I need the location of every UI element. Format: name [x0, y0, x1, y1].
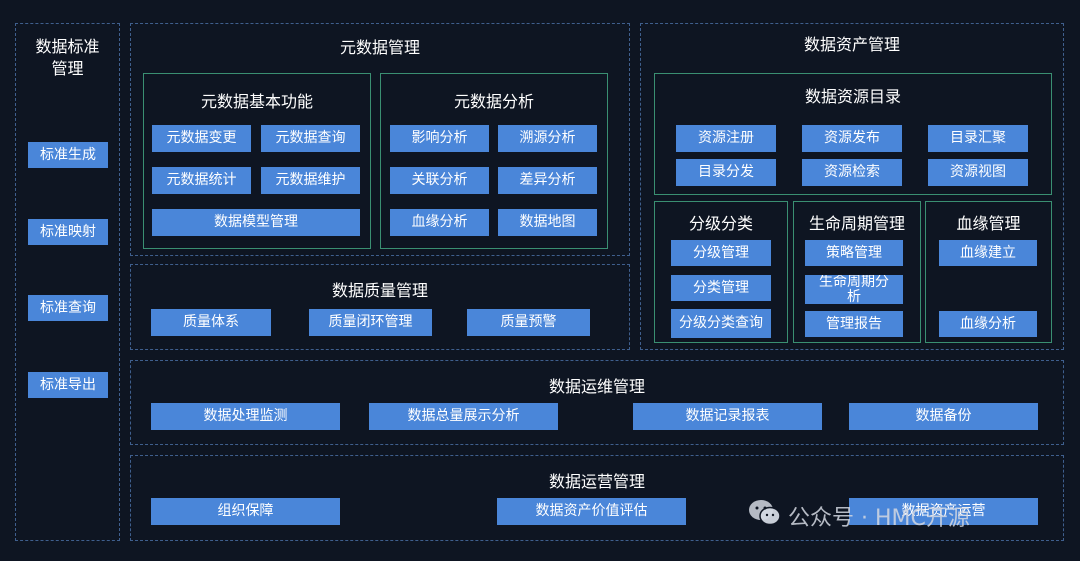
metadata-basic-panel: 元数据基本功能 元数据变更 元数据查询 元数据统计 元数据维护 数据模型管理	[143, 73, 371, 249]
asset-title: 数据资产管理	[803, 35, 900, 54]
watermark-text: 公众号 · HMC开源	[788, 506, 970, 531]
manage-report-button[interactable]: 管理报告	[805, 311, 903, 337]
record-report-button[interactable]: 数据记录报表	[633, 403, 822, 430]
watermark: 公众号 · HMC开源	[748, 498, 970, 534]
metadata-maintain-button[interactable]: 元数据维护	[261, 167, 360, 194]
data-model-button[interactable]: 数据模型管理	[152, 209, 360, 236]
asset-operation-button[interactable]: 数据资产运营	[849, 498, 1038, 525]
quality-loop-button[interactable]: 质量闭环管理	[309, 309, 432, 336]
metadata-change-button[interactable]: 元数据变更	[152, 125, 251, 152]
processing-monitor-button[interactable]: 数据处理监测	[151, 403, 340, 430]
diff-analysis-button[interactable]: 差异分析	[498, 167, 597, 194]
asset-panel: 数据资产管理 数据资源目录 资源注册 资源发布 目录汇聚 目录分发 资源检索 资…	[640, 23, 1064, 350]
class-manage-button[interactable]: 分类管理	[671, 275, 771, 301]
quality-system-button[interactable]: 质量体系	[151, 309, 271, 336]
std-item-query[interactable]: 标准查询	[28, 295, 108, 321]
volume-analysis-button[interactable]: 数据总量展示分析	[369, 403, 558, 430]
metadata-analysis-panel: 元数据分析 影响分析 溯源分析 关联分析 差异分析 血缘分析 数据地图	[380, 73, 608, 249]
resource-publish-button[interactable]: 资源发布	[802, 125, 902, 152]
lineage-analyze-button[interactable]: 血缘分析	[939, 311, 1037, 337]
resource-register-button[interactable]: 资源注册	[676, 125, 776, 152]
quality-title: 数据质量管理	[331, 281, 428, 300]
data-backup-button[interactable]: 数据备份	[849, 403, 1038, 430]
operation-panel: 数据运营管理 组织保障 数据资产价值评估 数据资产运营	[130, 455, 1064, 541]
data-standard-title: 数据标准 管理	[35, 37, 100, 78]
resource-search-button[interactable]: 资源检索	[802, 159, 902, 186]
metadata-stats-button[interactable]: 元数据统计	[152, 167, 251, 194]
grade-class-query-button[interactable]: 分级分类查询	[671, 309, 771, 338]
metadata-query-button[interactable]: 元数据查询	[261, 125, 360, 152]
std-item-generate[interactable]: 标准生成	[28, 142, 108, 168]
lifecycle-analysis-button[interactable]: 生命周期分析	[805, 275, 903, 304]
catalog-panel: 数据资源目录 资源注册 资源发布 目录汇聚 目录分发 资源检索 资源视图	[654, 73, 1052, 195]
quality-alert-button[interactable]: 质量预警	[467, 309, 590, 336]
metadata-title: 元数据管理	[339, 38, 420, 57]
ops-panel: 数据运维管理 数据处理监测 数据总量展示分析 数据记录报表 数据备份	[130, 360, 1064, 445]
relation-analysis-button[interactable]: 关联分析	[390, 167, 489, 194]
grading-title: 分级分类	[688, 214, 753, 233]
lineage-title: 血缘管理	[956, 214, 1021, 233]
lifecycle-title: 生命周期管理	[808, 214, 905, 233]
catalog-aggregate-button[interactable]: 目录汇聚	[928, 125, 1028, 152]
ops-title: 数据运维管理	[548, 377, 645, 396]
wechat-icon	[748, 498, 782, 534]
quality-panel: 数据质量管理 质量体系 质量闭环管理 质量预警	[130, 264, 630, 350]
lineage-panel: 血缘管理 血缘建立 血缘分析	[925, 201, 1052, 343]
policy-manage-button[interactable]: 策略管理	[805, 240, 903, 266]
org-guarantee-button[interactable]: 组织保障	[151, 498, 340, 525]
std-item-export[interactable]: 标准导出	[28, 372, 108, 398]
std-item-mapping[interactable]: 标准映射	[28, 219, 108, 245]
operation-title: 数据运营管理	[548, 472, 645, 491]
asset-value-button[interactable]: 数据资产价值评估	[497, 498, 686, 525]
grade-manage-button[interactable]: 分级管理	[671, 240, 771, 266]
data-standard-panel: 数据标准 管理 标准生成 标准映射 标准查询 标准导出	[15, 23, 120, 541]
metadata-basic-title: 元数据基本功能	[200, 92, 313, 111]
lineage-build-button[interactable]: 血缘建立	[939, 240, 1037, 266]
data-map-button[interactable]: 数据地图	[498, 209, 597, 236]
trace-analysis-button[interactable]: 溯源分析	[498, 125, 597, 152]
catalog-distribute-button[interactable]: 目录分发	[676, 159, 776, 186]
lifecycle-panel: 生命周期管理 策略管理 生命周期分析 管理报告	[793, 201, 921, 343]
metadata-panel: 元数据管理 元数据基本功能 元数据变更 元数据查询 元数据统计 元数据维护 数据…	[130, 23, 630, 256]
impact-analysis-button[interactable]: 影响分析	[390, 125, 489, 152]
resource-view-button[interactable]: 资源视图	[928, 159, 1028, 186]
metadata-analysis-title: 元数据分析	[453, 92, 534, 111]
lineage-analysis-button[interactable]: 血缘分析	[390, 209, 489, 236]
catalog-title: 数据资源目录	[804, 87, 901, 106]
grading-panel: 分级分类 分级管理 分类管理 分级分类查询	[654, 201, 788, 343]
